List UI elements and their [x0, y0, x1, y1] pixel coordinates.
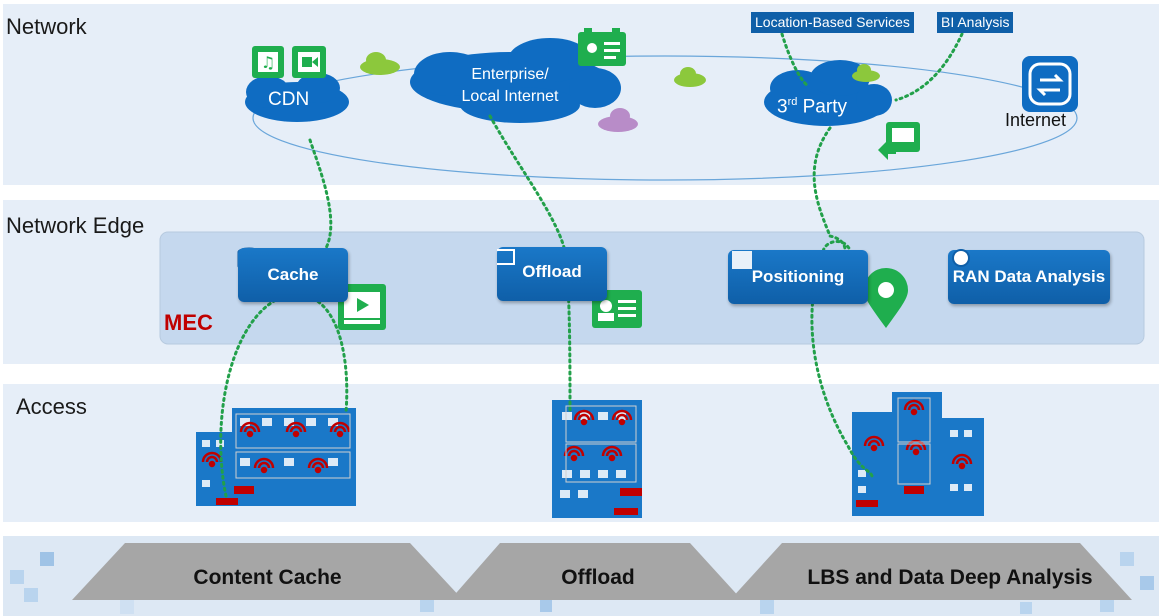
video-app-icon	[292, 46, 326, 78]
lbs-data-analysis-use-case: LBS and Data Deep Analysis	[807, 566, 1093, 589]
ran-data-analysis-function-label: RAN Data Analysis	[952, 267, 1106, 286]
location-based-services-tag: Location-Based Services	[751, 12, 914, 33]
building-windows	[202, 412, 972, 498]
third-party-cloud	[764, 60, 892, 126]
content-cache-use-case: Content Cache	[193, 566, 342, 589]
enterprise-label: Enterprise/ Local Internet	[440, 64, 580, 108]
third-party-label-sup: rd	[787, 96, 798, 108]
exit-icon	[497, 249, 515, 265]
lbs-banner	[730, 543, 1132, 600]
offload-function-button[interactable]: Offload	[497, 247, 607, 301]
map-icon	[732, 251, 752, 269]
enterprise-label-line1: Enterprise/	[471, 66, 549, 83]
third-party-label-rest: Party	[797, 96, 847, 118]
ran-data-analysis-function-button[interactable]: RAN Data Analysis	[948, 250, 1110, 304]
business-card-icon	[578, 28, 626, 66]
offload-banner	[450, 543, 742, 600]
access-layer-label: Access	[16, 394, 87, 419]
network-layer-label: Network	[6, 14, 87, 39]
speedometer-icon	[952, 249, 970, 267]
cache-function-button[interactable]: Cache	[238, 248, 348, 302]
offload-use-case: Offload	[561, 566, 635, 589]
antenna-signal-icons	[201, 399, 973, 474]
music-app-icon: ♫	[252, 46, 284, 78]
internet-label: Internet	[1005, 110, 1067, 130]
network-ring	[252, 55, 1078, 181]
purple-cloud-icon	[598, 108, 638, 132]
enterprise-label-line2: Local Internet	[461, 88, 559, 105]
cabling-lines	[235, 397, 931, 485]
bi-analysis-tag: BI Analysis	[937, 12, 1014, 33]
cdn-label: CDN	[268, 89, 310, 110]
touchscreen-icon	[878, 122, 920, 160]
green-cloud-icon	[360, 52, 880, 87]
offload-function-label: Offload	[522, 262, 582, 281]
positioning-function-label: Positioning	[751, 267, 845, 286]
video-player-icon	[338, 284, 386, 330]
content-cache-banner	[72, 543, 463, 600]
third-party-label: 3rd Party	[777, 96, 847, 118]
enterprise-cloud	[410, 38, 621, 123]
svg-text:♫: ♫	[261, 53, 275, 72]
small-cell-boxes	[216, 486, 924, 515]
cdn-cloud	[245, 73, 349, 122]
mec-platform-box	[159, 231, 1145, 345]
location-pin-icon	[864, 268, 908, 328]
internet-refresh-icon	[1022, 56, 1078, 112]
cache-function-label: Cache	[267, 265, 319, 284]
third-party-label-base: 3	[777, 96, 788, 118]
network-edge-layer-label: Network Edge	[6, 213, 145, 238]
mec-label: MEC	[164, 310, 213, 335]
